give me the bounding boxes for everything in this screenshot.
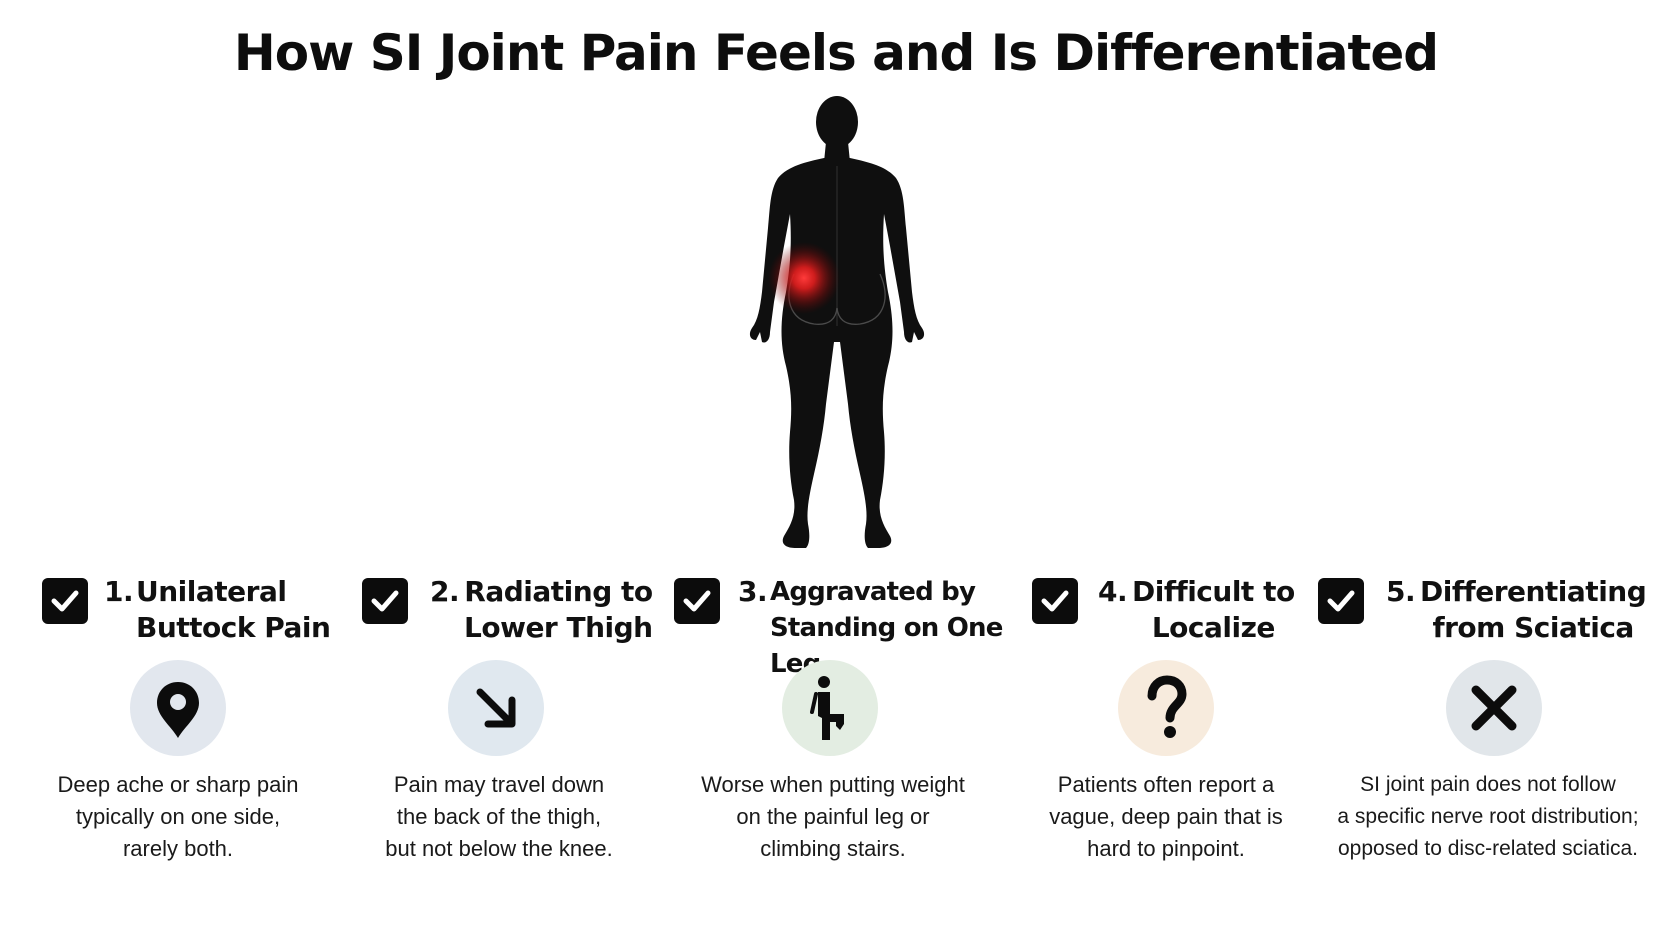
icon-badge — [1118, 660, 1214, 756]
feature-number: 2. — [430, 575, 460, 608]
feature-title: Radiating to Lower Thigh — [464, 575, 653, 644]
human-body-back-view-silhouette-icon — [749, 96, 925, 548]
feature-number: 1. — [104, 575, 134, 608]
question-mark-icon — [1147, 675, 1187, 738]
checkbox-checked-icon — [674, 578, 720, 624]
checkbox-checked-icon — [362, 578, 408, 624]
feature-title: Differentiating from Sciatica — [1420, 575, 1647, 644]
checkbox-checked-icon — [1032, 578, 1078, 624]
feature-header: 2. Radiating to Lower Thigh — [362, 572, 662, 652]
person-standing-one-leg-icon — [810, 676, 844, 740]
icon-badge — [782, 660, 878, 756]
feature-number: 4. — [1098, 575, 1128, 608]
icon-badge — [1446, 660, 1542, 756]
page-title: How SI Joint Pain Feels and Is Different… — [233, 24, 1439, 82]
location-pin-icon — [157, 682, 199, 738]
feature-title: Difficult to Localize — [1132, 575, 1295, 644]
arrow-down-right-icon — [476, 688, 516, 728]
feature-description: Deep ache or sharp pain typically on one… — [57, 772, 299, 861]
feature-header: 4. Difficult to Localize — [1032, 572, 1302, 652]
feature-description: Pain may travel down the back of the thi… — [385, 772, 613, 861]
feature-description: Worse when putting weight on the painful… — [701, 772, 965, 861]
icon-badge — [130, 660, 226, 756]
feature-title: Unilateral Buttock Pain — [136, 575, 331, 644]
feature-number: 3. — [738, 575, 768, 608]
feature-description: Patients often report a vague, deep pain… — [1049, 772, 1283, 861]
checkbox-checked-icon — [42, 578, 88, 624]
feature-number: 5. — [1386, 575, 1416, 608]
feature-header: 1. Unilateral Buttock Pain — [42, 572, 342, 652]
feature-header: 3. Aggravated by Standing on One Leg — [674, 572, 1014, 679]
feature-description: SI joint pain does not follow a specific… — [1337, 773, 1639, 860]
body-figure — [744, 96, 930, 552]
pain-hotspot-icon — [768, 242, 840, 314]
x-mark-icon — [1471, 685, 1517, 731]
icon-badge — [448, 660, 544, 756]
feature-header: 5. Differentiating from Sciatica — [1318, 572, 1658, 652]
checkbox-checked-icon — [1318, 578, 1364, 624]
